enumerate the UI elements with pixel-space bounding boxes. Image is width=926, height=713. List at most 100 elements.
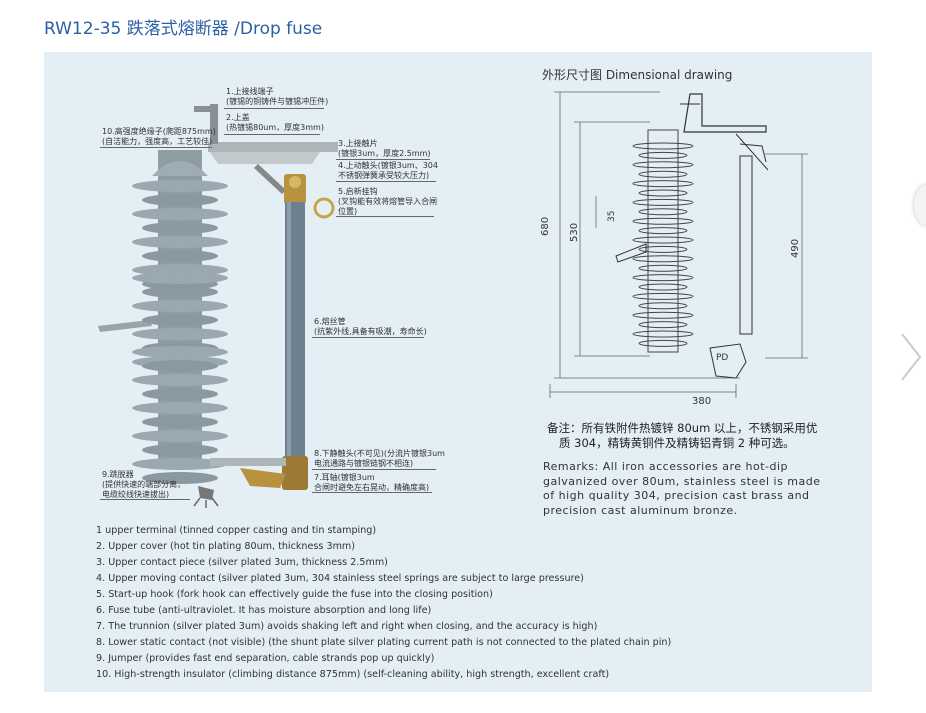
dimensional-drawing-title: 外形尺寸图 Dimensional drawing (542, 68, 733, 82)
insulator-cap (152, 161, 208, 176)
outline-top-bracket (683, 93, 767, 133)
outline-shed (638, 189, 688, 197)
outline-shed (632, 198, 694, 206)
insulator-shed (142, 286, 218, 298)
upper-terminal (210, 104, 218, 144)
insulator-shed (142, 194, 218, 206)
outline-shed (632, 330, 694, 338)
insulator-shed (132, 430, 228, 442)
label-upper-cover: 2.上盖(热镀锡80um，厚度3mm) (226, 113, 324, 132)
insulator-shed (132, 374, 228, 386)
dim-35: 35 (607, 211, 617, 222)
insulator-shed (142, 388, 218, 400)
outline-insulator (632, 142, 694, 347)
remarks-english: Remarks: All iron accessories are hot-di… (543, 460, 821, 517)
outline-insulator-body (647, 129, 679, 353)
outline-shed (638, 283, 688, 291)
outline-shed (638, 227, 688, 235)
leader-line (336, 181, 436, 182)
legend-item: 3. Upper contact piece (silver plated 3u… (96, 557, 388, 568)
parts-legend: 1 upper terminal (tinned copper casting … (96, 523, 671, 683)
leader-line (312, 337, 424, 338)
legend-item: 5. Start-up hook (fork hook can effectiv… (96, 589, 493, 600)
leader-line (312, 492, 432, 493)
lower-contact (282, 456, 308, 490)
outline-shed (632, 274, 694, 282)
outline-shed (638, 170, 688, 178)
label-start-up-hook: 5.启新挂钩(叉钩能有效将熔管导入合闸位置) (338, 187, 438, 216)
outline-shed (632, 142, 694, 150)
insulator-shed (142, 250, 218, 262)
outline-shed (638, 151, 688, 159)
label-jumper: 9.跳脱器(提供快速的端部分离，电缆绞线快速拔出) (102, 470, 186, 499)
leader-line (100, 499, 190, 500)
insulator-shed (132, 402, 228, 414)
insulator-shed (142, 222, 218, 234)
dim-pd: PD (716, 353, 728, 363)
outline-shed (632, 292, 694, 300)
mounting-bracket (98, 320, 152, 332)
start-up-hook (313, 197, 335, 219)
outline-fuse-tube (739, 155, 753, 335)
leader-line (100, 147, 212, 148)
outline-shed (632, 161, 694, 169)
side-control-button[interactable] (914, 185, 926, 225)
insulator-shed (132, 328, 228, 340)
page-title: RW12-35 跌落式熔断器 /Drop fuse (44, 19, 323, 39)
trunnion (240, 468, 286, 488)
insulator-shed (142, 360, 218, 372)
legend-item: 7. The trunnion (silver plated 3um) avoi… (96, 621, 598, 632)
insulator-shed (142, 416, 218, 428)
dimensional-drawing: 680 530 35 490 380 PD (540, 91, 808, 407)
upper-contact (210, 152, 320, 164)
outline-shed (638, 339, 688, 347)
leader-line (336, 216, 434, 217)
insulator-shed (132, 272, 228, 284)
legend-item: 8. Lower static contact (not visible) (t… (96, 637, 672, 648)
leader-line (224, 134, 320, 135)
outline-shed (638, 245, 688, 253)
outline-shed (632, 236, 694, 244)
upper-cover (208, 142, 338, 152)
outline-shed (632, 180, 694, 188)
jumper (198, 486, 214, 500)
chevron-right-icon[interactable] (896, 330, 926, 384)
legend-item: 1 upper terminal (tinned copper casting … (96, 525, 377, 536)
insulator-shed (132, 236, 228, 248)
outline-shed (638, 321, 688, 329)
leader-line (336, 159, 430, 160)
insulator-shed (142, 314, 218, 326)
insulator-shed (132, 208, 228, 220)
label-upper-contact: 3.上接触片(镀银3um，厚度2.5mm) (338, 139, 431, 158)
insulator-shed (132, 346, 228, 358)
leader-line (224, 108, 324, 109)
drop-fuse-illustration (98, 104, 338, 508)
insulator-shed (132, 458, 228, 470)
legend-item: 9. Jumper (provides fast end separation,… (96, 653, 435, 664)
legend-item: 2. Upper cover (hot tin plating 80um, th… (96, 541, 355, 552)
insulator (132, 150, 228, 484)
outline-lower-contact (709, 343, 747, 379)
legend-item: 10. High-strength insulator (climbing di… (96, 669, 610, 680)
label-fuse-tube: 6.熔丝管(抗紫外线,具备有吸潮，寿命长) (314, 317, 427, 336)
label-insulator: 10.高强度绝缘子(爬距875mm)(自洁能力，强度高，工艺较佳) (102, 127, 216, 146)
insulator-shed (132, 180, 228, 192)
outline-shed (638, 264, 688, 272)
dim-530: 530 (569, 223, 580, 242)
dim-680: 680 (540, 217, 551, 236)
label-upper-terminal: 1.上接线端子(镀锡的铜铸件与镀锡冲压件) (226, 87, 329, 106)
insulator-shed (142, 444, 218, 456)
outline-shed (638, 208, 688, 216)
legend-item: 4. Upper moving contact (silver plated 3… (96, 573, 584, 584)
outline-shed (632, 255, 694, 263)
outline-shed (632, 217, 694, 225)
insulator-shed (132, 300, 228, 312)
dim-490: 490 (790, 239, 801, 258)
outline-shed (632, 311, 694, 319)
outline-shed (638, 302, 688, 310)
dim-380: 380 (692, 396, 711, 407)
legend-item: 6. Fuse tube (anti-ultraviolet. It has m… (96, 605, 432, 616)
